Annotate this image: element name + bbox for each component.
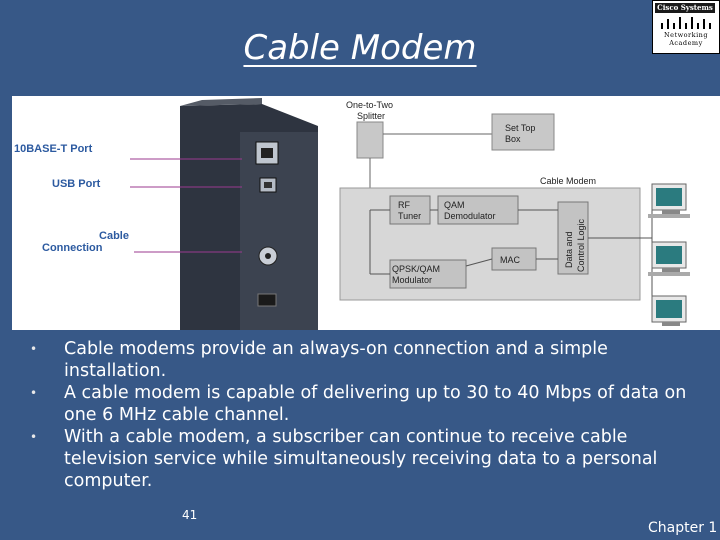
- set-top-label-2: Box: [505, 134, 521, 144]
- splitter-box: [357, 122, 383, 158]
- bullet-marker: •: [30, 338, 37, 360]
- cisco-networking-academy-logo: Cisco Systems Networking Academy: [652, 0, 720, 54]
- splitter-label-2: Splitter: [357, 111, 385, 121]
- qam-label-1: QAM: [444, 200, 465, 210]
- chapter-label: Chapter 1: [648, 520, 717, 536]
- slide-title: Cable Modem: [0, 28, 720, 68]
- bullet-list: •Cable modems provide an always-on conne…: [30, 338, 710, 492]
- figure-svg: 10BASE-T Port USB Port Cable Connection …: [12, 96, 720, 330]
- cable-modem-label: Cable Modem: [540, 176, 596, 186]
- page-number: 41: [182, 508, 197, 522]
- qpsk-label-1: QPSK/QAM: [392, 264, 440, 274]
- ethernet-port-label: 10BASE-T Port: [14, 143, 93, 155]
- logo-bars-icon: [659, 15, 713, 29]
- qam-label-2: Demodulator: [444, 211, 496, 221]
- logic-label-1: Data and: [564, 231, 574, 268]
- rf-label-1: RF: [398, 200, 410, 210]
- bullet-item: •Cable modems provide an always-on conne…: [30, 338, 710, 382]
- bullet-item: •With a cable modem, a subscriber can co…: [30, 426, 710, 492]
- cable-modem-figure: 10BASE-T Port USB Port Cable Connection …: [12, 96, 720, 330]
- qpsk-label-2: Modulator: [392, 275, 432, 285]
- cable-connection-label-1: Cable: [99, 230, 129, 242]
- bullet-marker: •: [30, 382, 37, 404]
- cable-connection-label-2: Connection: [42, 242, 103, 254]
- rf-label-2: Tuner: [398, 211, 421, 221]
- usb-port-label: USB Port: [52, 178, 101, 190]
- mac-label: MAC: [500, 255, 521, 265]
- set-top-label-1: Set Top: [505, 123, 535, 133]
- logic-label-2: Control Logic: [576, 218, 586, 272]
- splitter-label-1: One-to-Two: [346, 100, 393, 110]
- bullet-item: •A cable modem is capable of delivering …: [30, 382, 710, 426]
- computer-icon-3: [652, 296, 686, 326]
- bullet-marker: •: [30, 426, 37, 448]
- logo-text-line2: Networking Academy: [655, 31, 717, 47]
- logo-text-line1: Cisco Systems: [655, 3, 715, 13]
